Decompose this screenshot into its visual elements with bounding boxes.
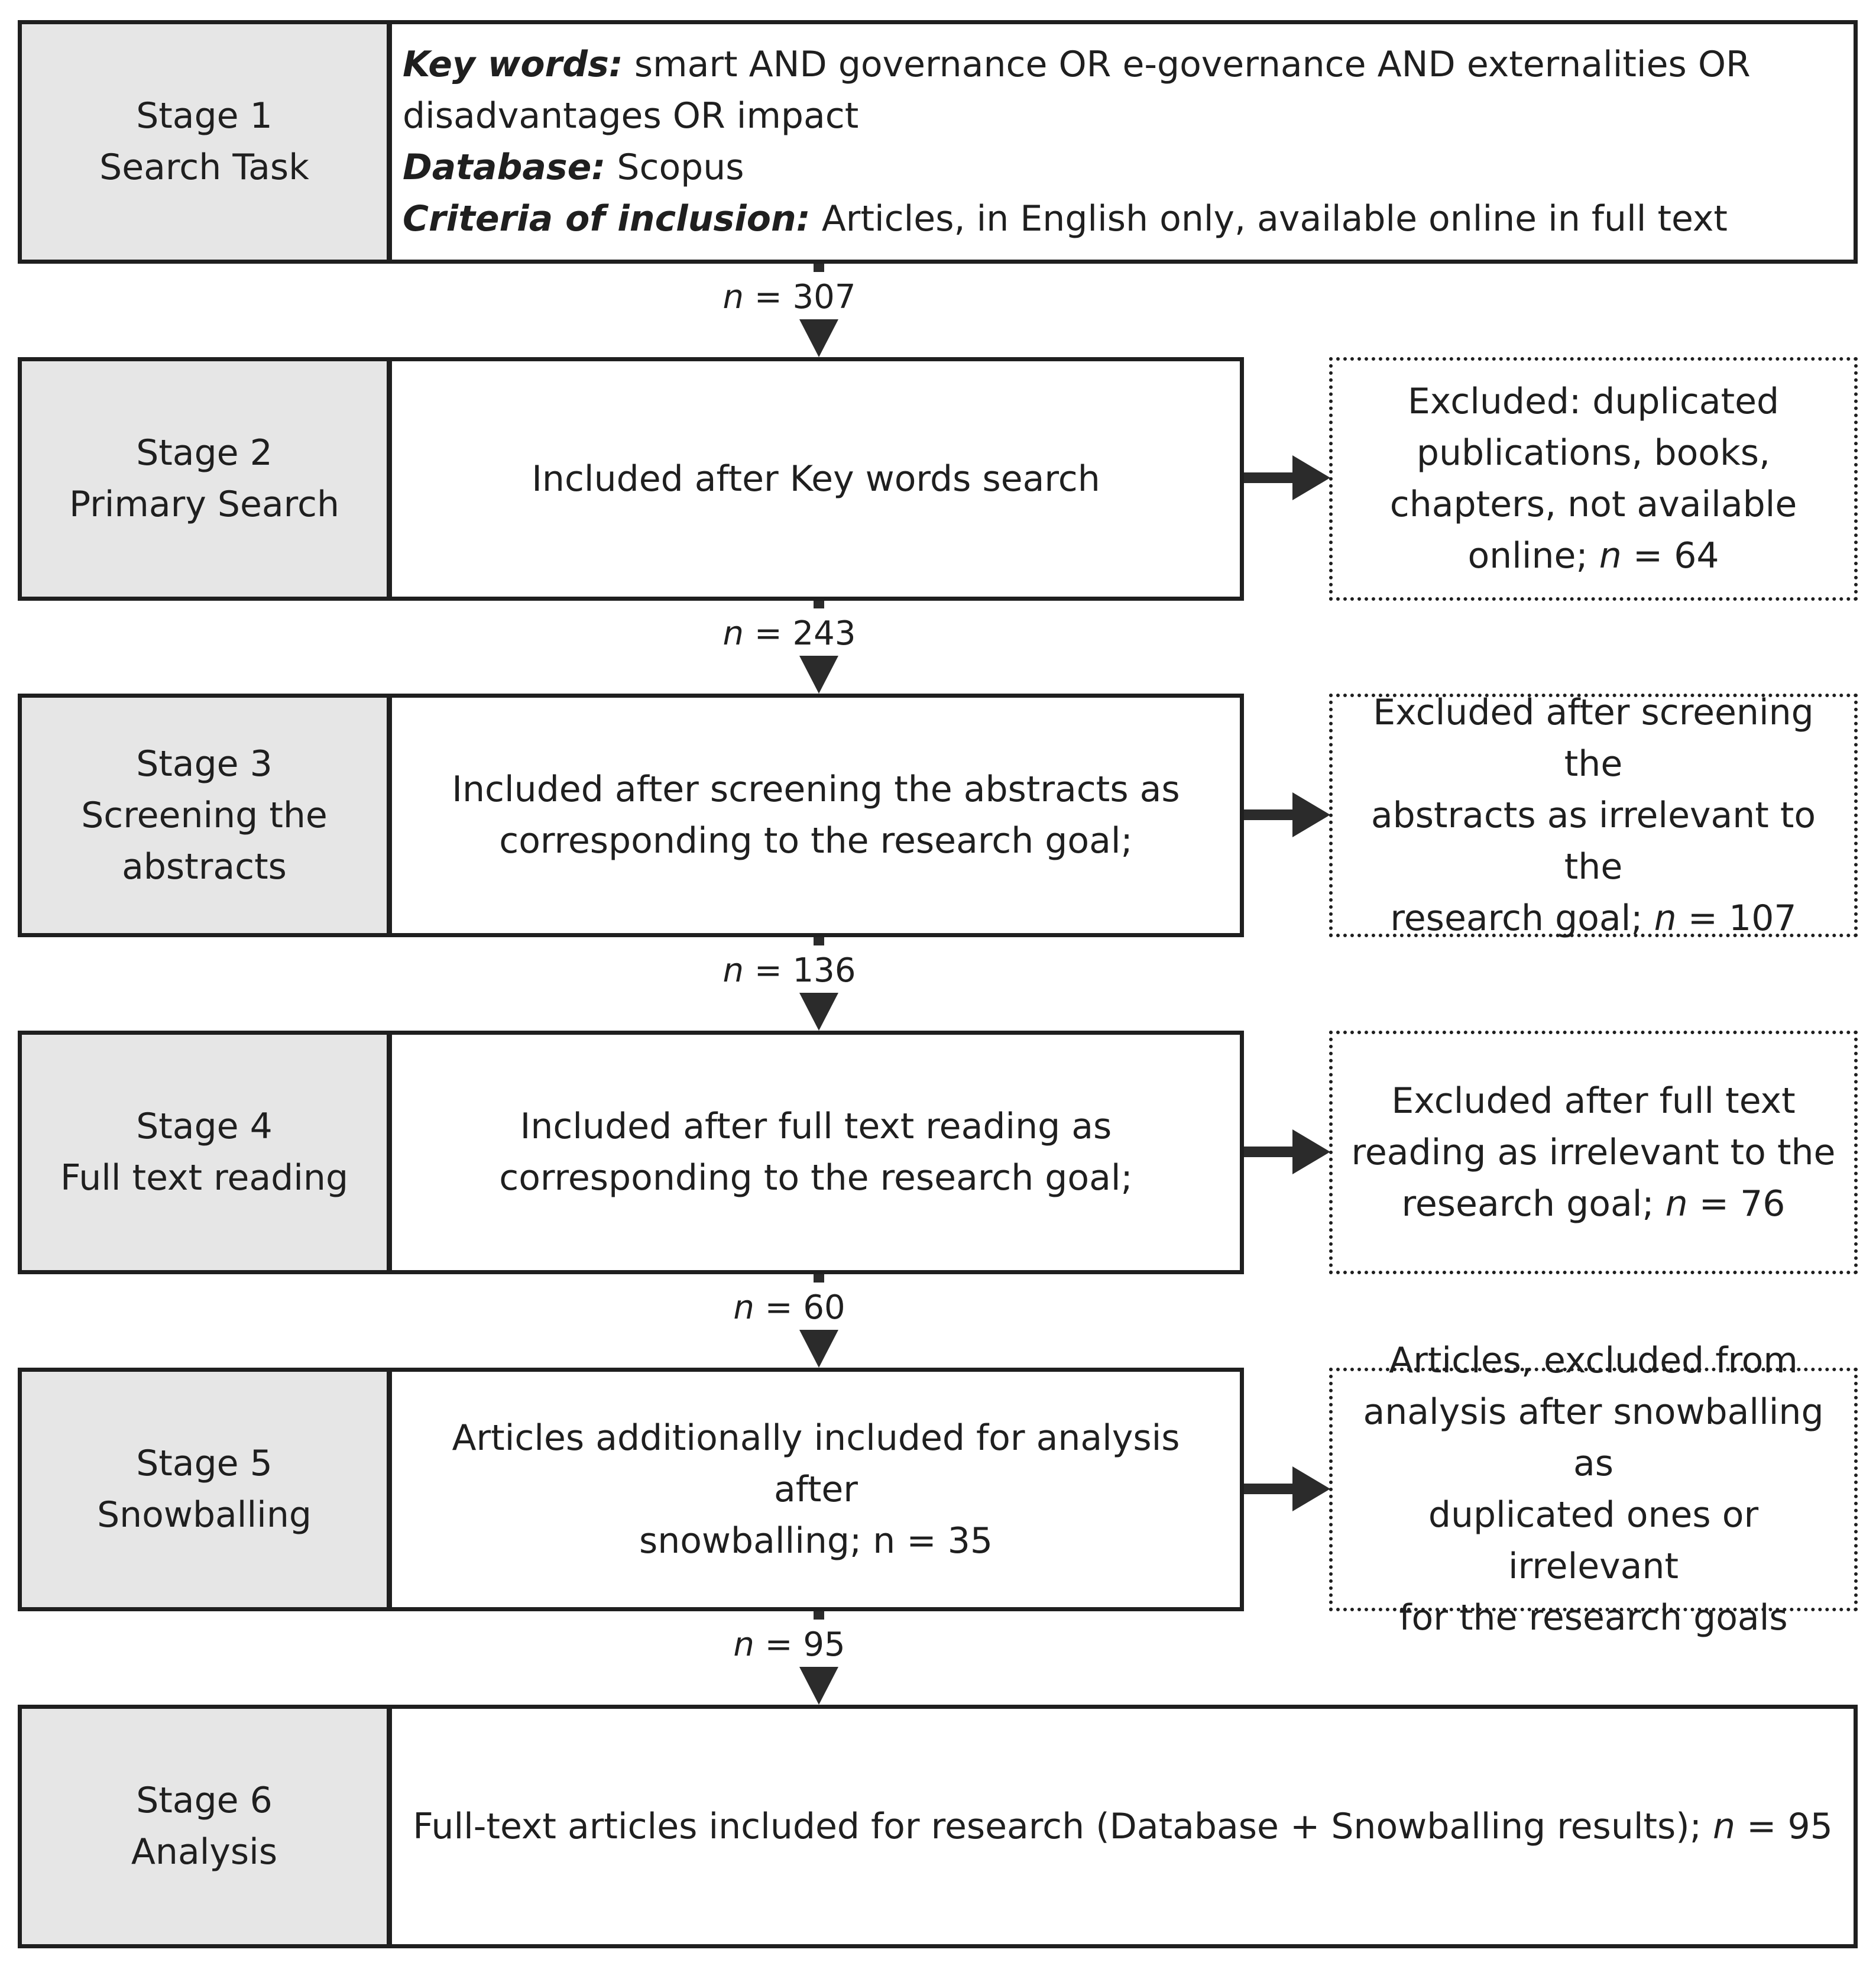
stage-4-excluded: Excluded after full text reading as irre… (1329, 1031, 1858, 1274)
stage-2-box: Stage 2 Primary Search Included after Ke… (18, 357, 1244, 601)
stage-2-excluded: Excluded: duplicated publications, books… (1329, 357, 1858, 601)
stage-4-label: Stage 4 Full text reading (22, 1035, 392, 1270)
stage-5-box: Stage 5 Snowballing Articles additionall… (18, 1368, 1244, 1611)
down-arrow-1 (799, 264, 838, 357)
criteria-line: Criteria of inclusion: Articles, in Engl… (403, 198, 1728, 239)
stage-1-label: Stage 1 Search Task (22, 24, 392, 260)
count-307: n = 307 (722, 278, 856, 316)
stage-4-body: Included after full text reading as corr… (499, 1106, 1133, 1199)
down-arrow-2 (799, 600, 838, 694)
stage-4-box: Stage 4 Full text reading Included after… (18, 1031, 1244, 1274)
keywords-line: Key words: smart AND governance OR e-gov… (403, 44, 1751, 85)
stage-2-body: Included after Key words search (532, 458, 1100, 500)
count-60: n = 60 (733, 1288, 845, 1327)
database-line: Database: Scopus (403, 147, 744, 188)
stage-3-excluded: Excluded after screening the abstracts a… (1329, 692, 1858, 939)
right-arrow-5 (1244, 1466, 1330, 1511)
count-95: n = 95 (733, 1625, 845, 1664)
stage-3-box: Stage 3 Screening the abstracts Included… (18, 694, 1244, 937)
stage-5-body: Articles additionally included for analy… (452, 1417, 1180, 1562)
stage-6-label: Stage 6 Analysis (22, 1709, 392, 1944)
right-arrow-2 (1244, 455, 1330, 500)
stage-6-box: Stage 6 Analysis Full-text articles incl… (18, 1705, 1858, 1948)
stage-1-box: Stage 1 Search Task Key words: smart AND… (18, 20, 1858, 264)
right-arrow-3 (1244, 792, 1330, 837)
stage-6-body: Full-text articles included for research… (413, 1805, 1833, 1847)
stage-2-label: Stage 2 Primary Search (22, 361, 392, 597)
down-arrow-3 (799, 937, 838, 1031)
down-arrow-4 (799, 1274, 838, 1368)
count-243: n = 243 (722, 614, 856, 653)
count-136: n = 136 (722, 951, 856, 990)
right-arrow-4 (1244, 1129, 1330, 1174)
stage-5-label: Stage 5 Snowballing (22, 1372, 392, 1607)
stage-3-body: Included after screening the abstracts a… (452, 769, 1180, 862)
down-arrow-5 (799, 1611, 838, 1705)
stage-5-excluded: Articles, excluded from analysis after s… (1329, 1340, 1858, 1638)
stage-3-label: Stage 3 Screening the abstracts (22, 698, 392, 933)
stage-1-criteria: Key words: smart AND governance OR e-gov… (392, 24, 1854, 260)
